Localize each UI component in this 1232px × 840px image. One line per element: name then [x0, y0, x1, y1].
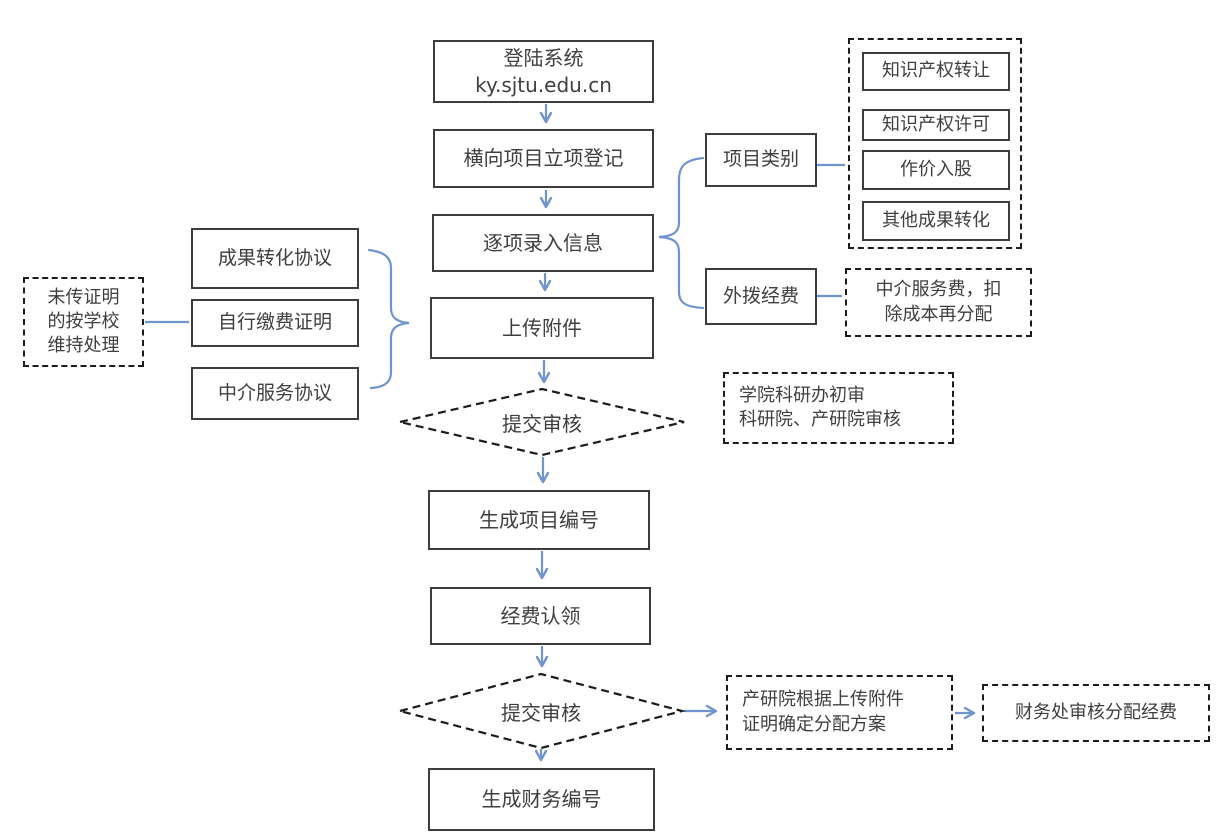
node-project-category: 项目类别: [705, 133, 817, 187]
node-project-registration: 横向项目立项登记: [433, 129, 654, 188]
category-option-label: 知识产权转让: [882, 60, 990, 82]
category-option-label: 知识产权许可: [882, 113, 990, 135]
node-no-proof-note: 未传证明 的按学校 维持处理: [23, 277, 144, 367]
node-login-system: 登陆系统 ky.sjtu.edu.cn: [433, 40, 654, 103]
allocation-plan-line2: 证明确定分配方案: [742, 713, 886, 735]
node-agency-fee-note: 中介服务费，扣 除成本再分配: [845, 268, 1032, 337]
node-category-option-equity: 作价入股: [862, 150, 1010, 190]
node-finance-review: 财务处审核分配经费: [982, 684, 1210, 742]
attachment-label: 成果转化协议: [217, 246, 332, 269]
login-system-url: ky.sjtu.edu.cn: [475, 72, 612, 97]
node-submit-review-2: 提交审核: [441, 691, 641, 731]
outbound-fund-label: 外拨经费: [722, 284, 799, 307]
submit-review-2-label: 提交审核: [501, 700, 581, 725]
agency-fee-line1: 中介服务费，扣: [875, 279, 1002, 301]
node-allocation-plan: 产研院根据上传附件 证明确定分配方案: [726, 675, 953, 750]
no-proof-line2: 的按学校: [47, 310, 120, 332]
attachment-label: 自行缴费证明: [217, 311, 332, 334]
fund-claim-label: 经费认领: [500, 603, 581, 628]
node-generate-finance-number: 生成财务编号: [428, 768, 655, 831]
review-note-line1: 学院科研办初审: [739, 384, 865, 406]
category-options-container: 知识产权转让 知识产权许可 作价入股 其他成果转化: [848, 38, 1022, 249]
project-registration-label: 横向项目立项登记: [463, 146, 624, 170]
category-option-label: 作价入股: [900, 158, 972, 180]
node-category-option-other: 其他成果转化: [862, 201, 1010, 241]
node-upload-attachment: 上传附件: [430, 297, 654, 359]
generate-project-number-label: 生成项目编号: [479, 507, 599, 532]
node-outbound-fund: 外拨经费: [705, 268, 817, 325]
node-fund-claim: 经费认领: [430, 587, 651, 645]
category-option-label: 其他成果转化: [882, 209, 990, 231]
node-enter-info: 逐项录入信息: [432, 214, 654, 272]
node-attachment-agency-agreement: 中介服务协议: [191, 367, 359, 420]
no-proof-line1: 未传证明: [47, 286, 120, 308]
brace-enterinfo-right: [658, 156, 705, 310]
upload-attachment-label: 上传附件: [502, 315, 582, 340]
attachment-label: 中介服务协议: [217, 381, 332, 404]
diamond-submit-review-1: [399, 387, 685, 457]
login-system-title: 登陆系统: [503, 45, 584, 70]
review-note-line2: 科研院、产研院审核: [739, 409, 901, 430]
no-proof-line3: 维持处理: [47, 335, 120, 357]
allocation-plan-line1: 产研院根据上传附件: [742, 689, 904, 711]
brace-attachments-right: [367, 248, 410, 390]
node-submit-review-1: 提交审核: [442, 402, 642, 442]
generate-finance-number-label: 生成财务编号: [481, 787, 602, 811]
node-review-note: 学院科研办初审 科研院、产研院审核: [723, 372, 954, 444]
node-generate-project-number: 生成项目编号: [428, 490, 650, 550]
finance-review-label: 财务处审核分配经费: [1015, 701, 1177, 723]
node-attachment-selfpay-proof: 自行缴费证明: [191, 299, 359, 347]
node-attachment-transform-agreement: 成果转化协议: [191, 228, 359, 289]
project-category-label: 项目类别: [722, 148, 799, 171]
node-category-option-ip-license: 知识产权许可: [862, 109, 1010, 141]
enter-info-label: 逐项录入信息: [483, 230, 603, 255]
node-category-option-ip-transfer: 知识产权转让: [862, 52, 1010, 91]
diamond-submit-review-2: [395, 672, 687, 750]
agency-fee-line2: 除成本再分配: [884, 303, 993, 325]
submit-review-1-label: 提交审核: [502, 411, 582, 436]
